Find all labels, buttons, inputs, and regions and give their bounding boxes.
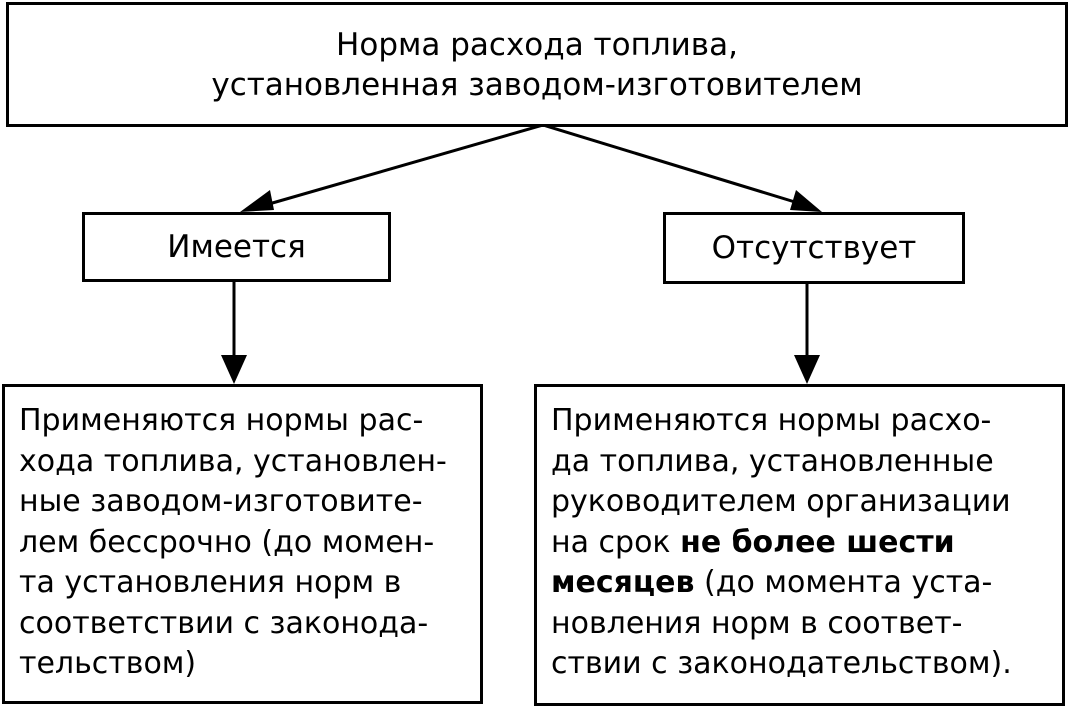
- result-present-line: та установления норм в: [19, 565, 402, 600]
- result-absent-text: (до момента уста-: [694, 565, 993, 600]
- arrowhead-left-bottom: [221, 355, 247, 384]
- result-absent-line: ствии с законодательством).: [551, 646, 1012, 681]
- result-absent-line: руководителем организации: [551, 484, 1011, 519]
- arrow-root-to-right: [542, 123, 809, 208]
- result-present-line: лем бессрочно (до момен-: [19, 524, 435, 560]
- result-present-line: тельством): [19, 646, 197, 681]
- result-present-line: соответствии с законода-: [19, 605, 429, 641]
- branch-absent-box: Отсутствует: [663, 212, 965, 284]
- root-line-1: Норма расхода топлива,: [336, 26, 738, 63]
- result-present-line: Применяются нормы рас-: [19, 403, 424, 438]
- result-present-box: Применяются нормы рас- хода топлива, уст…: [2, 384, 483, 704]
- branch-present-label: Имеется: [167, 229, 306, 265]
- result-present-line: хода топлива, установлен-: [19, 443, 447, 479]
- result-absent-line: да топлива, установленные: [551, 443, 994, 479]
- root-line-2: установленная заводом-изготовителем: [211, 66, 863, 103]
- root-box: Норма расхода топлива, установленная зав…: [6, 2, 1068, 127]
- arrow-root-to-left: [261, 123, 544, 208]
- branch-absent-label: Отсутствует: [711, 230, 917, 266]
- arrowhead-right-mid: [790, 190, 822, 212]
- result-present-line: ные заводом-изготовите-: [19, 484, 423, 519]
- arrowhead-right-bottom: [794, 355, 820, 384]
- result-absent-emphasis: не более шести: [680, 524, 955, 560]
- branch-present-box: Имеется: [82, 212, 391, 282]
- result-absent-box: Применяются нормы расхо- да топлива, уст…: [534, 384, 1065, 706]
- result-absent-text: на срок: [551, 524, 681, 560]
- arrowhead-left-mid: [240, 190, 274, 212]
- result-absent-line: на срок не более шести: [551, 523, 1062, 564]
- result-absent-line: месяцев (до момента уста-: [551, 563, 1062, 604]
- result-absent-emphasis: месяцев: [551, 565, 695, 600]
- result-absent-line: новления норм в соответ-: [551, 605, 963, 641]
- result-absent-line: Применяются нормы расхо-: [551, 403, 992, 438]
